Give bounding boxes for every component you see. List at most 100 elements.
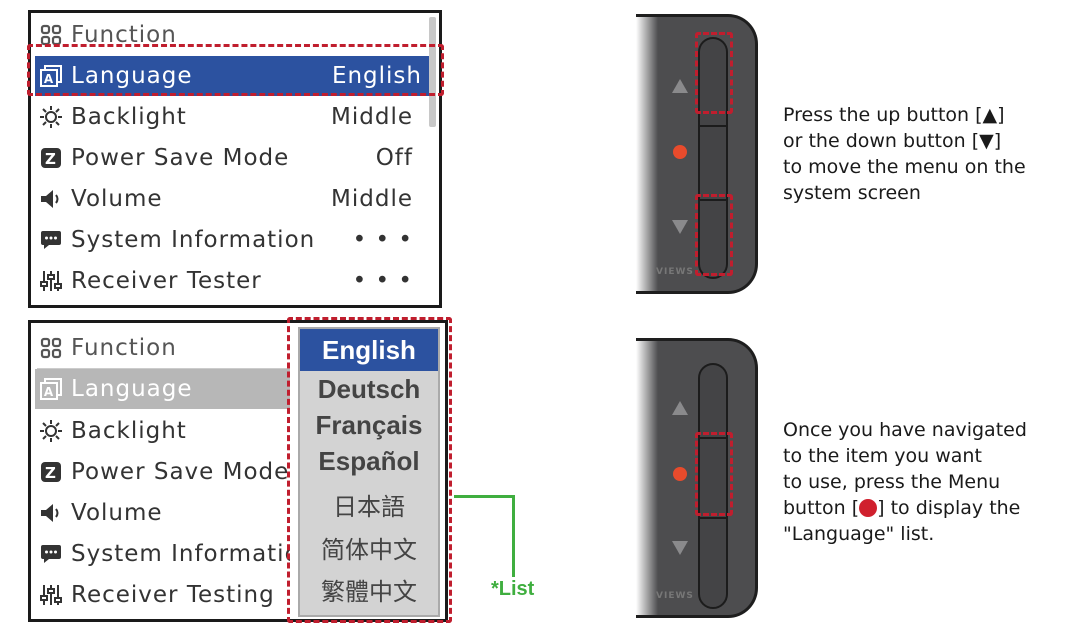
instruction-step-2: Once you have navigated to the item you …	[783, 417, 1039, 547]
menu-item-value: English	[331, 63, 422, 89]
instruction-step-1: Press the up button [▲] or the down butt…	[783, 102, 1039, 206]
svg-text:Z: Z	[45, 150, 57, 168]
up-button[interactable]	[698, 363, 728, 443]
menu-item-system-information[interactable]: System Information • • •	[35, 220, 427, 260]
device-edge-fade	[636, 341, 658, 615]
speaker-icon	[39, 501, 63, 525]
device-brand: VIEWS	[656, 591, 694, 601]
up-arrow-icon	[672, 79, 688, 93]
menu-item-power-save-mode[interactable]: Z Power Save Mode Off	[35, 138, 427, 178]
grid-icon	[39, 23, 63, 47]
callout-line-h	[454, 495, 514, 498]
menu-item-value: • • •	[352, 268, 413, 294]
language-list[interactable]: English Deutsch Français Español 日本語 简体中…	[298, 327, 440, 617]
language-icon: A	[39, 64, 63, 88]
device-edge-fade	[636, 17, 658, 291]
svg-text:A: A	[44, 72, 54, 86]
instruction-line: to the item you want	[783, 445, 982, 467]
menu-header: Function	[35, 15, 427, 55]
svg-text:Z: Z	[45, 464, 57, 482]
language-option[interactable]: 简体中文	[321, 536, 417, 564]
menu-item-volume[interactable]: Volume	[35, 493, 435, 533]
language-list-dash	[287, 317, 452, 623]
menu-button[interactable]	[698, 125, 728, 203]
callout-line-v	[512, 495, 515, 577]
menu-header-label: Function	[71, 335, 177, 361]
sun-icon	[39, 105, 63, 129]
down-button-highlight-dash	[695, 194, 733, 276]
menu-item-receiver-tester[interactable]: Receiver Tester • • •	[35, 261, 427, 301]
up-button-highlight-dash	[695, 32, 733, 114]
menu-item-language[interactable]: A Language	[35, 369, 297, 409]
menu-item-system-information[interactable]: System Information	[35, 534, 435, 574]
menu-item-label: Power Save Mode	[71, 459, 290, 485]
language-option[interactable]: English	[300, 329, 438, 371]
down-arrow-icon	[672, 220, 688, 234]
language-icon: A	[39, 377, 63, 401]
menu-item-language[interactable]: A Language English	[35, 56, 430, 96]
language-option[interactable]: 繁體中文	[321, 578, 417, 606]
menu-dot-icon	[673, 467, 687, 481]
down-button[interactable]	[698, 199, 728, 279]
speaker-icon	[39, 187, 63, 211]
menu-button-highlight-dash	[695, 432, 733, 516]
menu-item-value: Off	[375, 145, 413, 171]
menu-item-value: • • •	[352, 227, 413, 253]
chat-bubble-icon	[39, 228, 63, 252]
up-arrow-icon	[672, 401, 688, 415]
menu-dot-icon	[673, 145, 687, 159]
menu-item-label: Receiver Testing	[71, 582, 275, 608]
menu-item-value: Middle	[331, 186, 413, 212]
device-panel-bottom: VIEWS	[636, 338, 758, 618]
menu-header-label: Function	[71, 22, 177, 48]
menu-item-value: Middle	[331, 104, 413, 130]
menu-button-red-dot-icon	[859, 499, 878, 517]
instruction-line: to move the menu on the	[783, 156, 1026, 178]
menu-item-label: Language	[71, 63, 193, 89]
sun-icon	[39, 419, 63, 443]
menu-header: Function	[35, 328, 297, 368]
menu-item-label: Volume	[71, 500, 163, 526]
instruction-line: Press the up button [▲]	[783, 104, 1005, 126]
instruction-text: ] to display the	[877, 497, 1021, 519]
menu-scrollbar[interactable]	[429, 17, 436, 127]
menu-item-backlight[interactable]: Backlight Middle	[35, 97, 427, 137]
down-arrow-icon	[672, 541, 688, 555]
instruction-line: to use, press the Menu	[783, 471, 1001, 493]
menu-item-label: Receiver Tester	[71, 268, 262, 294]
menu-item-power-save-mode[interactable]: Z Power Save Mode	[35, 452, 435, 492]
instruction-line: Once you have navigated	[783, 419, 1027, 441]
menu-item-label: Power Save Mode	[71, 145, 290, 171]
language-highlight-dash	[27, 44, 444, 96]
instruction-line: system screen	[783, 182, 921, 204]
menu-item-label: System Information	[71, 541, 316, 567]
menu-button[interactable]	[698, 437, 728, 523]
sliders-icon	[39, 269, 63, 293]
power-save-icon: Z	[39, 460, 63, 484]
menu-item-receiver-testing[interactable]: Receiver Testing	[35, 575, 435, 615]
device-brand: VIEWS	[656, 267, 694, 277]
instruction-text: button [	[783, 497, 860, 519]
language-option[interactable]: 日本語	[333, 493, 405, 521]
list-callout-label: *List	[491, 578, 535, 600]
sliders-icon	[39, 583, 63, 607]
language-option[interactable]: Deutsch	[317, 374, 421, 404]
menu-item-label: Language	[71, 376, 193, 402]
instruction-line: "Language" list.	[783, 523, 935, 545]
instruction-line: or the down button [▼]	[783, 130, 1002, 152]
language-option[interactable]: Español	[318, 446, 420, 476]
grid-icon	[39, 336, 63, 360]
instruction-line-with-button: button [ ] to display the	[783, 495, 1039, 521]
power-save-icon: Z	[39, 146, 63, 170]
menu-item-backlight[interactable]: Backlight	[35, 411, 435, 451]
menu-item-label: Backlight	[71, 418, 187, 444]
down-button[interactable]	[698, 517, 728, 609]
menu-item-label: System Information	[71, 227, 316, 253]
menu-item-volume[interactable]: Volume Middle	[35, 179, 427, 219]
svg-text:A: A	[44, 385, 54, 399]
menu-item-label: Volume	[71, 186, 163, 212]
language-option[interactable]: Français	[315, 410, 423, 440]
menu-screen-top: Function A Language English Backlight Mi…	[28, 10, 442, 308]
chat-bubble-icon	[39, 542, 63, 566]
menu-header-divider	[37, 368, 299, 369]
